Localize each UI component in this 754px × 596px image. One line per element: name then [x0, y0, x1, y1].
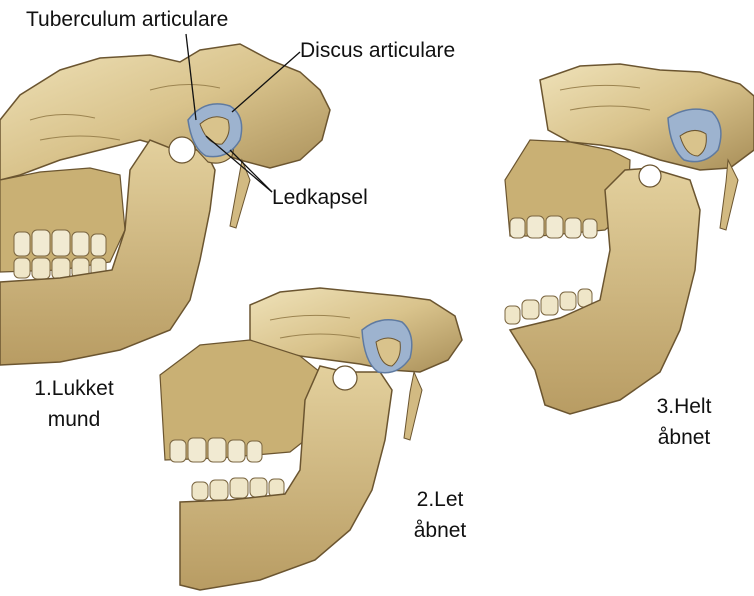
label-ledkapsel: Ledkapsel: [272, 185, 368, 210]
label-state-slightly-open: 2.Let åbnet: [395, 487, 485, 543]
label-state-fully-open: 3.Helt åbnet: [634, 394, 734, 450]
label-state-closed-line1: 1.Lukket: [18, 376, 130, 401]
label-discus-articulare: Discus articulare: [300, 38, 455, 63]
label-tuberculum-articulare: Tuberculum articulare: [26, 7, 228, 32]
label-state-fully-open-line1: 3.Helt: [634, 394, 734, 419]
label-state-slightly-open-line2: åbnet: [395, 518, 485, 543]
skull-fully-open: [505, 64, 754, 414]
label-state-slightly-open-line1: 2.Let: [395, 487, 485, 512]
skull-slightly-open: [160, 288, 462, 590]
label-state-closed-line2: mund: [18, 407, 130, 432]
label-state-fully-open-line2: åbnet: [634, 425, 734, 450]
label-state-closed: 1.Lukket mund: [18, 376, 130, 432]
